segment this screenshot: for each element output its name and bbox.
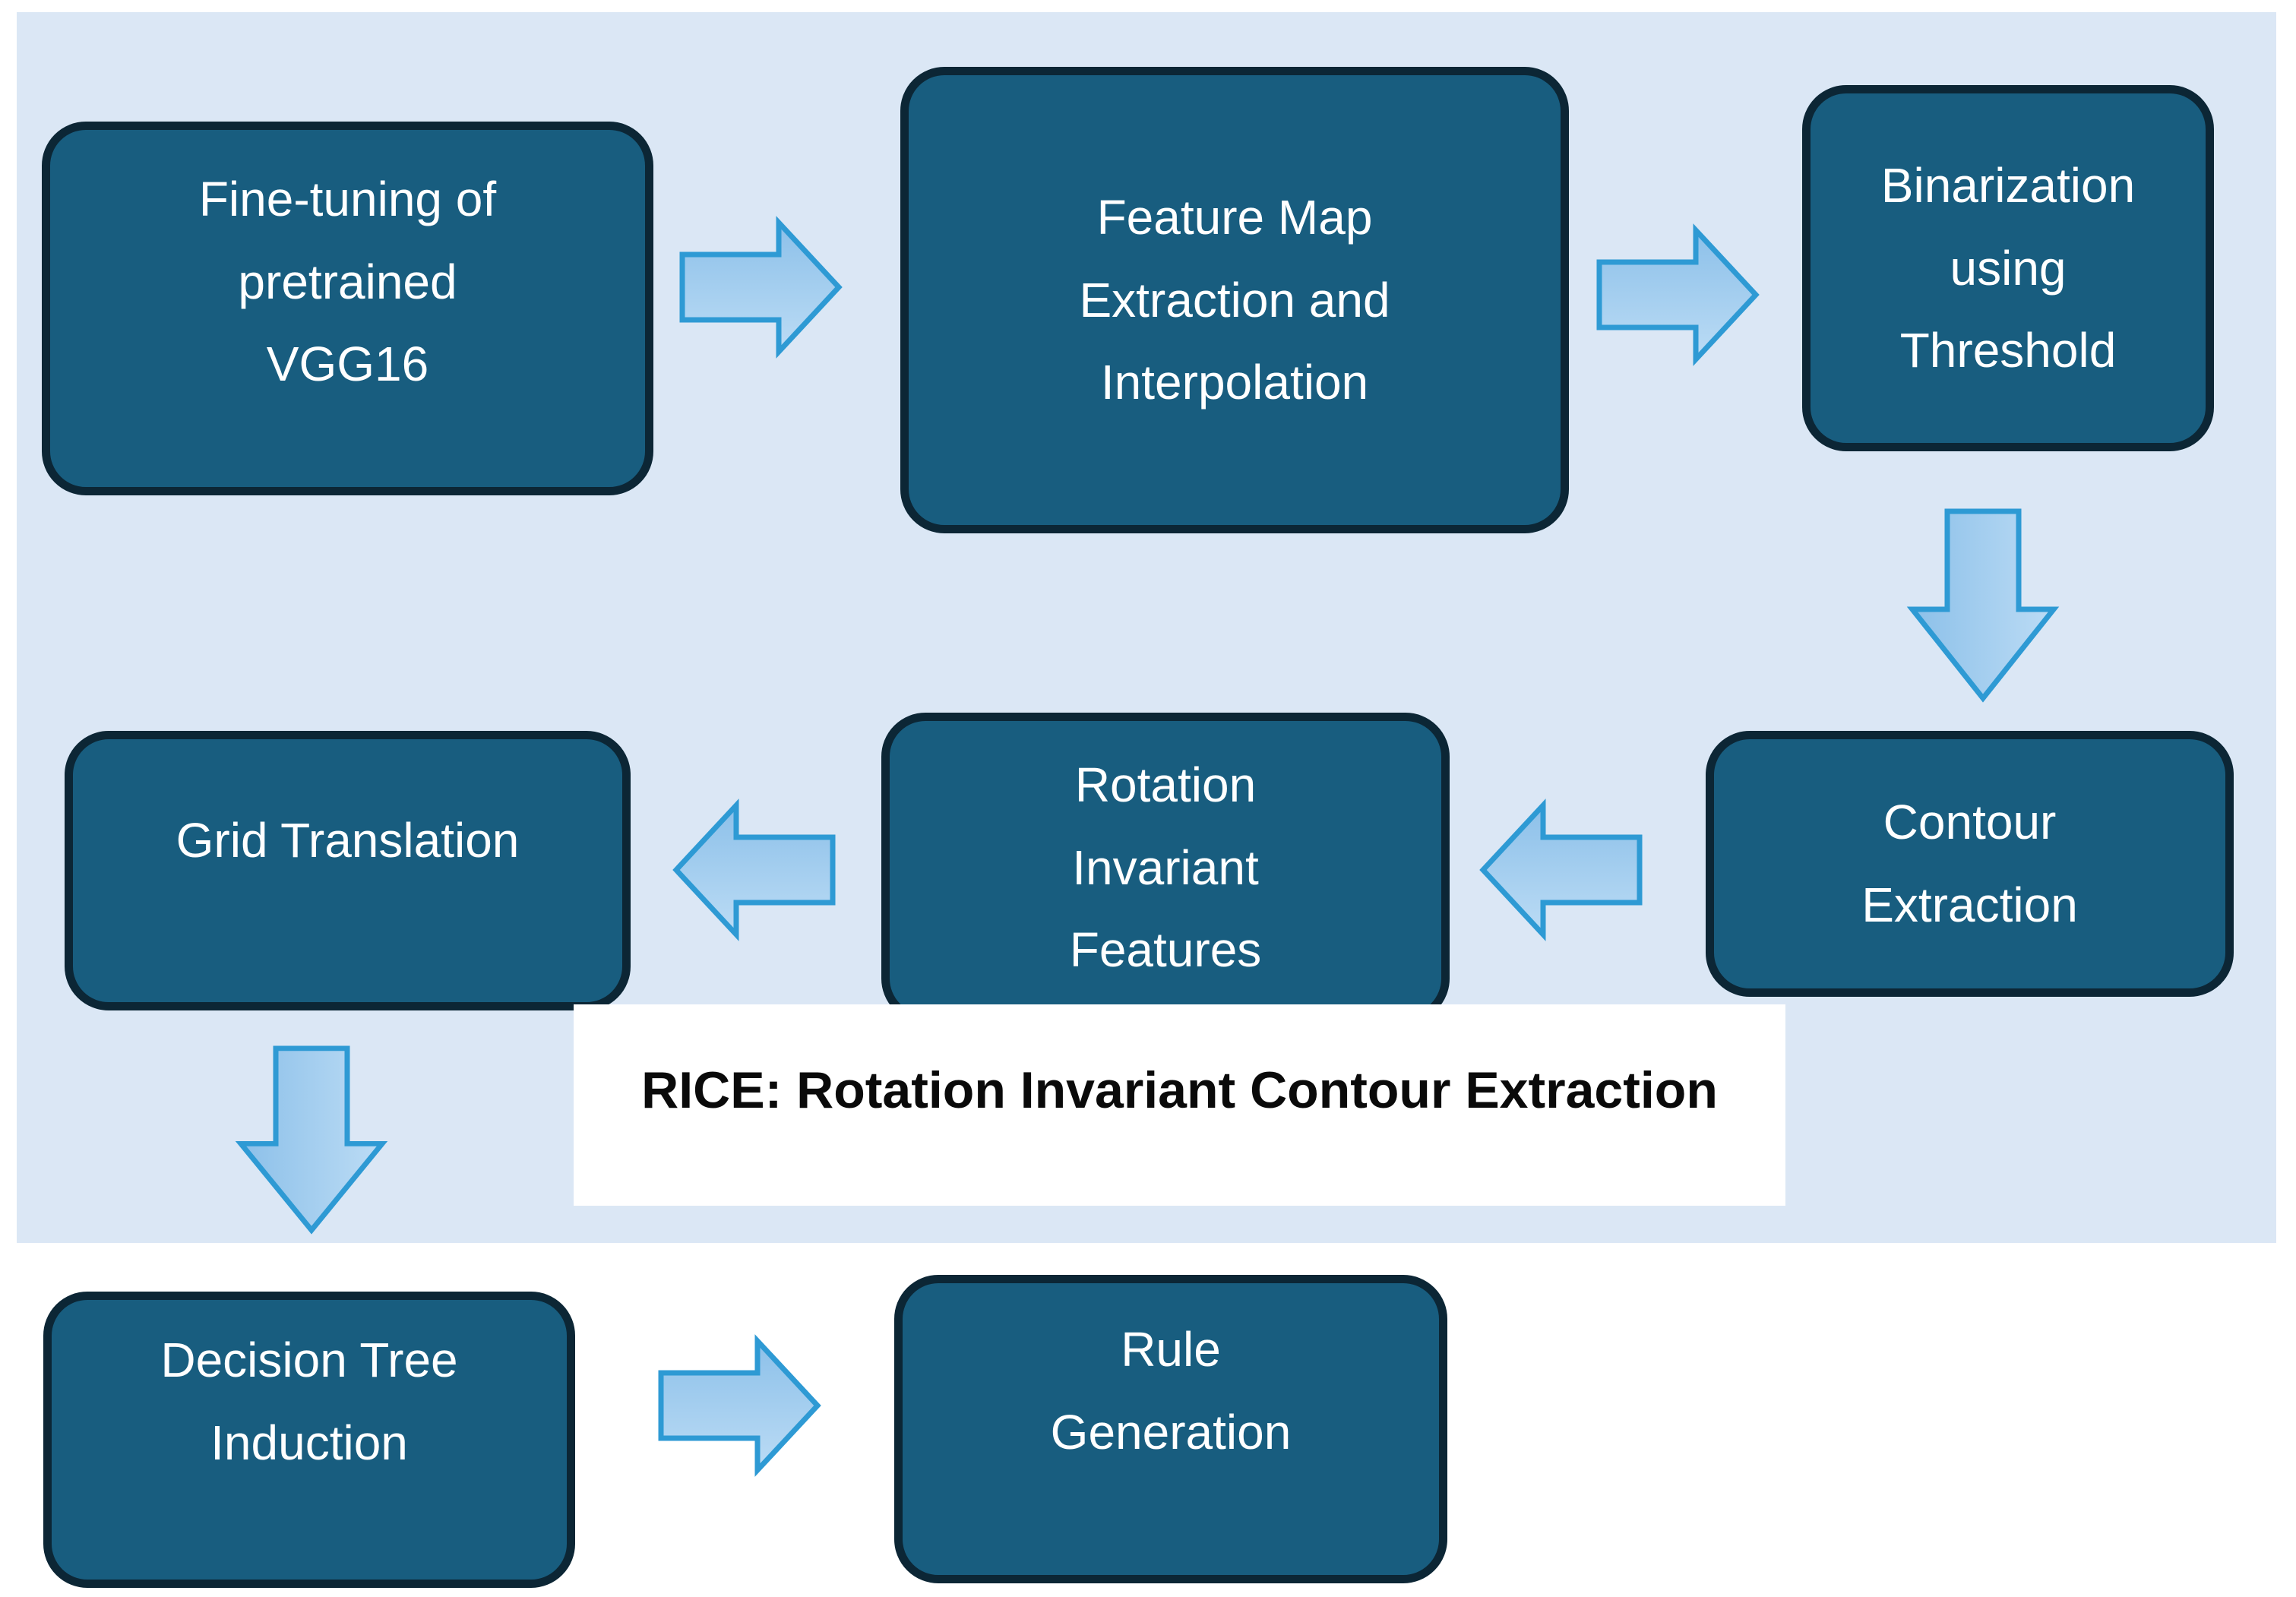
arrow-down-icon <box>1906 508 2060 703</box>
node-label-line: VGG16 <box>266 337 429 392</box>
node-label-line: Decision Tree <box>160 1333 458 1388</box>
node-label-line: Fine-tuning of <box>198 171 497 226</box>
connector-decisiontree-to-rulegeneration <box>657 1333 823 1478</box>
node-label-line: Extraction and <box>1079 272 1390 327</box>
arrow-left-icon <box>672 798 836 941</box>
connector-binarization-to-contour <box>1906 508 2060 703</box>
connector-rotation-to-grid <box>671 798 836 942</box>
arrow-down-icon <box>235 1045 388 1235</box>
node-rotation-invariant-features: Rotation Invariant Features <box>881 713 1450 1023</box>
connector-contour-to-rotation <box>1478 798 1643 942</box>
node-label-line: Interpolation <box>1100 355 1369 410</box>
rice-caption: RICE: Rotation Invariant Contour Extract… <box>574 1004 1785 1206</box>
arrow-right-icon <box>658 1334 821 1477</box>
node-label-line: Generation <box>1050 1405 1292 1459</box>
node-decision-tree-induction: Decision Tree Induction <box>43 1292 575 1588</box>
node-label-line: pretrained <box>238 254 457 309</box>
arrow-left-icon <box>1479 798 1643 941</box>
node-binarization-threshold: Binarization using Threshold <box>1802 85 2214 451</box>
arrow-right-icon <box>1596 223 1760 366</box>
node-label-line: Grid Translation <box>176 812 520 868</box>
node-feature-map-extraction: Feature Map Extraction and Interpolation <box>900 67 1569 533</box>
node-label-line: Invariant <box>1072 840 1259 895</box>
node-label-line: Threshold <box>1899 323 2117 378</box>
node-label-line: using <box>1950 240 2067 296</box>
node-fine-tuning-vgg16: Fine-tuning of pretrained VGG16 <box>42 122 653 495</box>
node-rule-generation: Rule Generation <box>894 1275 1447 1583</box>
node-label-line: Rotation <box>1074 757 1257 812</box>
connector-grid-to-decisiontree <box>235 1045 388 1235</box>
node-label-line: Feature Map <box>1096 189 1373 245</box>
connector-featuremap-to-binarization <box>1595 223 1761 367</box>
connector-finetuning-to-featuremap <box>678 215 844 359</box>
arrow-right-icon <box>679 216 843 359</box>
node-label-line: Contour <box>1883 795 2057 850</box>
node-label-line: Features <box>1069 922 1262 978</box>
node-label-line: Binarization <box>1880 157 2136 213</box>
node-label-line: Induction <box>210 1415 408 1470</box>
node-label-line: Extraction <box>1861 878 2078 932</box>
node-label-line: Rule <box>1121 1322 1221 1377</box>
node-contour-extraction: Contour Extraction <box>1706 731 2234 997</box>
node-grid-translation: Grid Translation <box>65 731 631 1010</box>
